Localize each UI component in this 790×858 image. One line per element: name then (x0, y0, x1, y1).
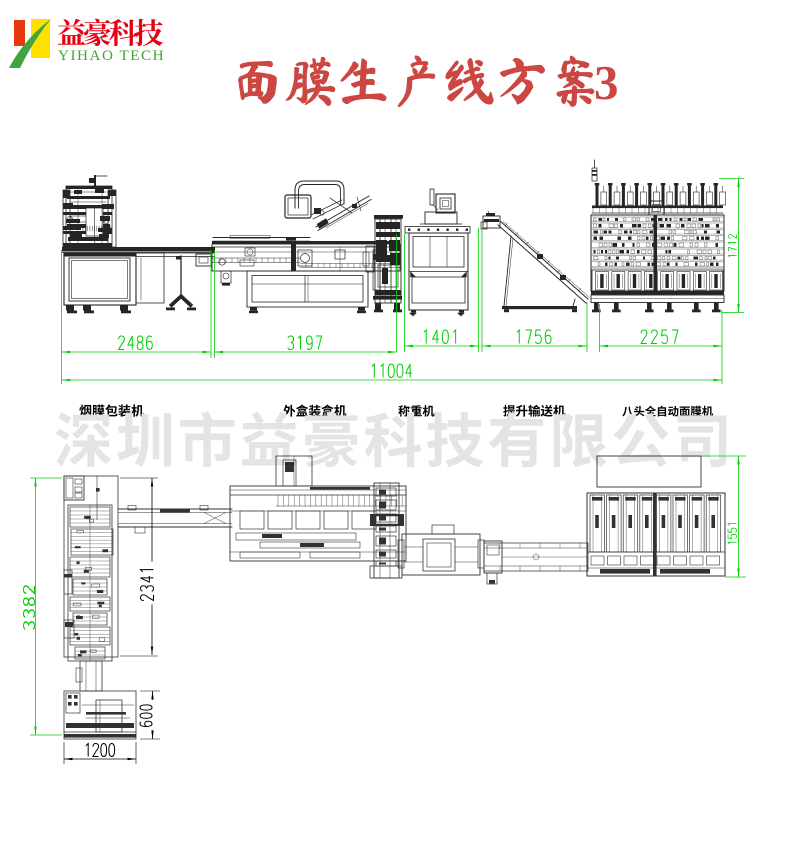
svg-text:3: 3 (594, 55, 619, 110)
svg-text:YIHAO TECH: YIHAO TECH (58, 47, 165, 64)
